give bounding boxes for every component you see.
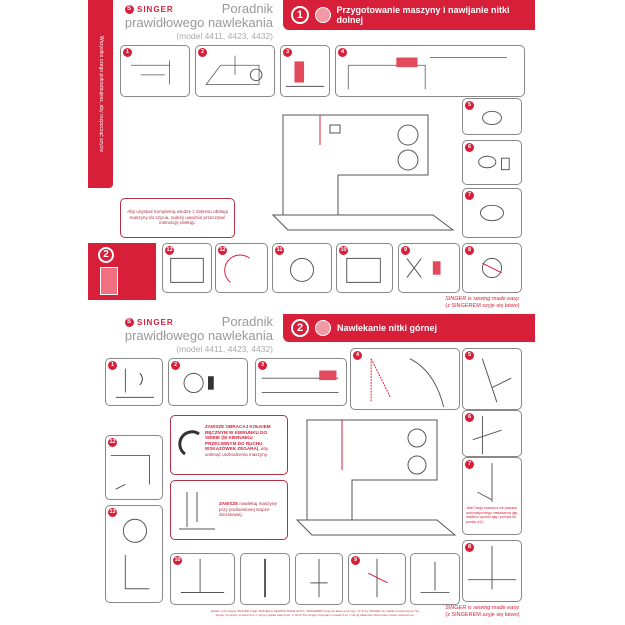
step-panel: 7	[462, 188, 522, 238]
step-panel: 2	[168, 358, 248, 406]
step-number-badge: 4	[338, 48, 347, 57]
slogan-text: SINGER is sewing made easy.	[445, 605, 520, 611]
step-panel: 6	[462, 410, 522, 457]
legal-text: Marka i wzór kapsy SINGER, hasło SINGER …	[210, 609, 420, 617]
step-number-badge: 8	[465, 543, 474, 552]
step-panel: 4	[335, 45, 525, 97]
step-number-badge: 2	[198, 48, 207, 57]
presser-foot-note: ZAWSZE nawlekaj maszynę przy podniesione…	[170, 480, 288, 540]
title-line2: prawidłowego nawlekania	[124, 15, 273, 30]
machine-illustration	[295, 419, 457, 536]
slogan-pl: (z SINGEREM szyje się łatwo)	[445, 612, 520, 618]
section-number: 2	[291, 319, 309, 337]
step-number-badge: 10	[173, 556, 182, 565]
step-panel: 11	[272, 243, 332, 293]
step-number-badge: 12	[218, 246, 227, 255]
step-number-badge: 12	[108, 438, 117, 447]
threader-note: Jeśli Twoja maszyna nie posiada automaty…	[466, 506, 518, 524]
handwheel-note: ZAWSZE OBRACAJ KOŁKIEM RĘCZNYM W KIERUNK…	[170, 415, 288, 475]
step-panel: 8	[462, 540, 522, 602]
step-panel: 5	[462, 98, 522, 135]
section-title: Przygotowanie maszyny i nawijanie nitki …	[336, 5, 510, 25]
brand: SINGER	[137, 318, 174, 327]
model-text: (model 4411, 4423, 4432)	[176, 31, 273, 41]
step-number-badge: 7	[465, 191, 474, 200]
step-panel: 3	[255, 358, 347, 406]
step-number-badge: 11	[275, 246, 284, 255]
sidebar-banner: Wszystko czego potrzebujesz, aby rozpocz…	[88, 0, 113, 188]
singer-s-icon: S	[125, 5, 134, 14]
step-number-badge: 6	[465, 143, 474, 152]
step-number-badge: 4	[353, 351, 362, 360]
next-section-box: 2	[88, 243, 156, 300]
step-panel: 4	[350, 348, 460, 410]
spool-icon	[315, 320, 331, 336]
step-number-badge: 7	[465, 460, 474, 469]
title-line1: Poradnik	[221, 314, 273, 329]
brand: SINGER	[137, 5, 174, 14]
spool-icon	[100, 267, 118, 295]
presser-note-rest: nawlekaj maszynę przy podniesionej stopc…	[219, 501, 277, 517]
step-number: 2	[98, 247, 114, 263]
step-number-badge: 1	[123, 48, 132, 57]
step-panel	[295, 553, 343, 605]
step-panel	[240, 553, 290, 605]
arrow-left-icon: ⇦	[135, 263, 146, 277]
section2-header: 2 Nawlekanie nitki górnej	[283, 314, 535, 342]
step-panel: 1	[120, 45, 190, 97]
step-number-badge: 3	[283, 48, 292, 57]
step-panel: 1	[105, 358, 163, 406]
step-panel: 10	[336, 243, 393, 293]
step-number-badge: 6	[465, 413, 474, 422]
step-number-badge: 9	[351, 556, 360, 565]
slogan-pl: (z SINGEREM szyje się łatwo)	[445, 303, 520, 309]
slogan-text: SINGER is sewing made easy.	[445, 296, 520, 302]
section-title: Nawlekanie nitki górnej	[337, 323, 438, 333]
machine-illustration	[271, 114, 455, 231]
step-number-badge: 9	[401, 246, 410, 255]
model-text: (model 4411, 4423, 4432)	[176, 344, 273, 354]
presser-foot-icon	[179, 492, 215, 530]
handwheel-note-rest: , aby uniknąć uszkodzenia maszyny.	[205, 446, 269, 457]
sidebar-text: Wszystko czego potrzebujesz, aby rozpocz…	[97, 35, 104, 153]
step-panel	[410, 553, 460, 605]
manual-note: Aby uzyskać kompletną wiedzę z zakresu o…	[120, 198, 235, 238]
step-panel: 5	[462, 348, 522, 410]
step-number-badge: 8	[465, 246, 474, 255]
manual-note-text: Aby uzyskać kompletną wiedzę z zakresu o…	[127, 209, 228, 225]
step-number-badge: 5	[465, 351, 474, 360]
step-number-badge: 13	[165, 246, 174, 255]
step-number-badge: 5	[465, 101, 474, 110]
presser-note-strong: ZAWSZE	[219, 501, 239, 506]
step-panel: 8	[462, 243, 522, 293]
step-panel: 10	[170, 553, 235, 605]
step-number-badge: 3	[258, 361, 267, 370]
step-panel: 9	[398, 243, 460, 293]
rotate-arrow-icon	[178, 430, 200, 456]
step-number-badge: 1	[108, 361, 117, 370]
step-panel: 2	[195, 45, 275, 97]
step-panel: 7 Jeśli Twoja maszyna nie posiada automa…	[462, 457, 522, 535]
step-number-badge: 2	[171, 361, 180, 370]
slogan-bottom: SINGER is sewing made easy.(z SINGEREM s…	[430, 605, 535, 619]
singer-s-icon: S	[125, 318, 134, 327]
step-number-badge: 10	[339, 246, 348, 255]
step-number-badge: 13	[108, 508, 117, 517]
step-panel: 13	[162, 243, 212, 293]
handwheel-note-strong: ZAWSZE OBRACAJ KOŁKIEM RĘCZNYM W KIERUNK…	[205, 424, 271, 451]
step-panel: 12	[215, 243, 268, 293]
title-line1: Poradnik	[221, 1, 273, 16]
step-panel: 6	[462, 140, 522, 185]
step-panel: 3	[280, 45, 330, 97]
step-panel: 13	[105, 505, 163, 603]
section-number: 1	[291, 6, 309, 24]
step-panel: 12	[105, 435, 163, 500]
title-line2: prawidłowego nawlekania	[124, 328, 273, 343]
bobbin-icon	[314, 7, 331, 23]
section1-header: 1 Przygotowanie maszyny i nawijanie nitki…	[283, 0, 535, 30]
slogan-top: SINGER is sewing made easy.(z SINGEREM s…	[430, 296, 535, 310]
step-panel: 9	[348, 553, 406, 605]
